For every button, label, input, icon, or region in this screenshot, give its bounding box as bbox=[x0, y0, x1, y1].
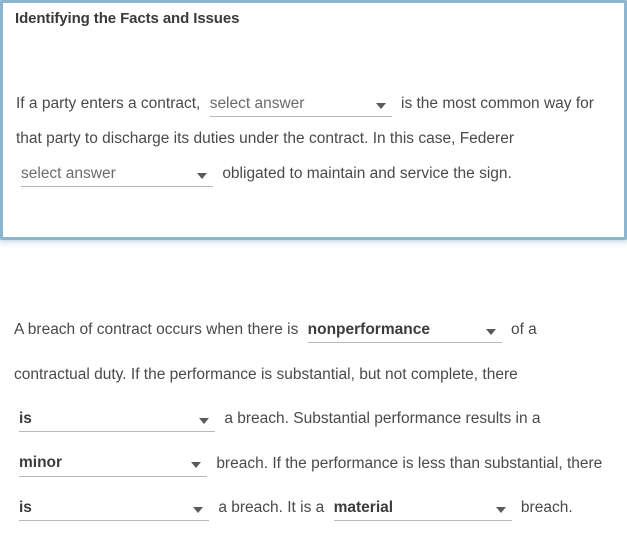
text-segment: of a contractual duty. If the performanc… bbox=[14, 321, 537, 383]
chevron-down-icon bbox=[485, 328, 496, 335]
text-segment: breach. If the performance is less than … bbox=[216, 454, 603, 472]
dropdown-minor[interactable]: minor bbox=[19, 453, 207, 477]
dropdown-card-1-label: select answer bbox=[209, 94, 305, 112]
dropdown-is-2[interactable]: is bbox=[19, 498, 209, 521]
dropdown-nonperformance-label: nonperformance bbox=[307, 320, 430, 338]
question-card-highlighted: Identifying the Facts and Issues If a pa… bbox=[0, 0, 627, 240]
dropdown-card-2-label: select answer bbox=[21, 164, 116, 182]
dropdown-minor-label: minor bbox=[19, 454, 63, 472]
dropdown-nonperformance[interactable]: nonperformance bbox=[307, 320, 502, 343]
card-fill-in-the-blank-text: If a party enters a contract, select ans… bbox=[16, 86, 616, 191]
dropdown-card-1[interactable]: select answer bbox=[209, 94, 392, 117]
chevron-down-icon bbox=[193, 506, 203, 513]
chevron-down-icon bbox=[197, 172, 207, 179]
breach-fill-in-the-blank-paragraph: A breach of contract occurs when there i… bbox=[14, 308, 614, 531]
dropdown-material-label: material bbox=[333, 498, 394, 516]
text-segment: is the most common way for that party to… bbox=[16, 95, 594, 147]
chevron-down-icon bbox=[199, 417, 209, 424]
chevron-down-icon bbox=[191, 462, 201, 469]
text-segment: obligated to maintain and service the si… bbox=[222, 165, 512, 182]
text-segment: A breach of contract occurs when there i… bbox=[14, 321, 299, 338]
dropdown-is-1[interactable]: is bbox=[19, 409, 215, 432]
dropdown-is-1-label: is bbox=[19, 409, 32, 427]
page-title: Identifying the Facts and Issues bbox=[15, 10, 240, 27]
text-segment: a breach. Substantial performance result… bbox=[224, 410, 541, 427]
dropdown-material[interactable]: material bbox=[333, 498, 512, 521]
chevron-down-icon bbox=[375, 102, 386, 109]
text-segment: breach. bbox=[520, 499, 573, 516]
text-segment: a breach. It is a bbox=[218, 499, 325, 516]
text-segment: If a party enters a contract, bbox=[16, 95, 201, 112]
chevron-down-icon bbox=[495, 506, 506, 513]
question-card-inner: Identifying the Facts and Issues If a pa… bbox=[3, 3, 624, 237]
dropdown-card-2[interactable]: select answer bbox=[21, 164, 213, 187]
dropdown-is-2-label: is bbox=[19, 498, 32, 516]
